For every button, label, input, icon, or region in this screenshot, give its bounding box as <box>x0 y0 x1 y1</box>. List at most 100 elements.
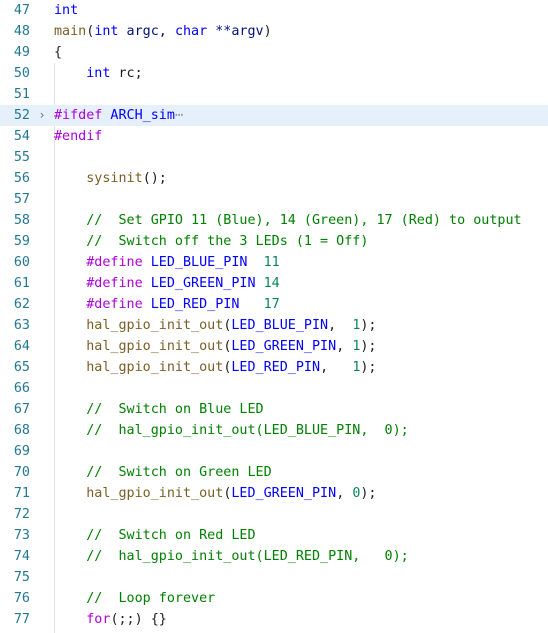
line-number: 61 <box>13 276 30 291</box>
code-line[interactable]: 74 // hal_gpio_init_out(LED_RED_PIN, 0); <box>0 546 548 567</box>
line-number: 65 <box>13 360 30 375</box>
code-text: // hal_gpio_init_out(LED_RED_PIN, 0); <box>54 546 548 567</box>
code-line[interactable]: 56 sysinit(); <box>0 168 548 189</box>
fold-chevron-icon[interactable]: › <box>38 108 46 122</box>
code-line[interactable]: 69 <box>0 441 548 462</box>
code-token: // Switch on Red LED <box>54 528 256 543</box>
code-token: , <box>320 360 353 375</box>
code-token: ); <box>360 486 377 501</box>
code-token: LED_BLUE_PIN <box>142 255 248 270</box>
code-text: #define LED_GREEN_PIN 14 <box>54 273 548 294</box>
line-number: 62 <box>13 297 30 312</box>
code-token <box>54 66 86 81</box>
line-number: 63 <box>13 318 30 333</box>
code-token: ); <box>360 318 377 333</box>
indent-guide <box>54 63 55 633</box>
code-line[interactable]: 61 #define LED_GREEN_PIN 14 <box>0 273 548 294</box>
code-line[interactable]: 58 // Set GPIO 11 (Blue), 14 (Green), 17… <box>0 210 548 231</box>
code-line[interactable]: 63 hal_gpio_init_out(LED_BLUE_PIN, 1); <box>0 315 548 336</box>
code-token: hal_gpio_init_out <box>86 339 224 354</box>
code-token: int <box>54 3 79 18</box>
code-line[interactable]: 49{ <box>0 42 548 63</box>
code-token <box>54 171 86 186</box>
code-text: #endif <box>54 126 548 147</box>
code-token: ( <box>223 318 232 333</box>
code-line[interactable]: 52›#ifdef ARCH_sim⋯ <box>0 105 548 126</box>
code-token <box>54 612 86 627</box>
line-number: 56 <box>13 171 30 186</box>
code-line[interactable]: 68 // hal_gpio_init_out(LED_BLUE_PIN, 0)… <box>0 420 548 441</box>
code-text: hal_gpio_init_out(LED_RED_PIN, 1); <box>54 357 548 378</box>
code-token: LED_RED_PIN <box>231 360 321 375</box>
code-text: // Switch on Green LED <box>54 462 548 483</box>
code-token <box>54 318 86 333</box>
code-text: int <box>54 0 548 21</box>
code-token: 17 <box>263 297 280 312</box>
line-number: 66 <box>13 381 30 396</box>
code-token: for <box>86 612 111 627</box>
code-line[interactable]: 73 // Switch on Red LED <box>0 525 548 546</box>
code-line[interactable]: 64 hal_gpio_init_out(LED_GREEN_PIN, 1); <box>0 336 548 357</box>
code-line[interactable]: 71 hal_gpio_init_out(LED_GREEN_PIN, 0); <box>0 483 548 504</box>
code-line[interactable]: 72 <box>0 504 548 525</box>
code-line[interactable]: 55 <box>0 147 548 168</box>
code-token: // Set GPIO 11 (Blue), 14 (Green), 17 (R… <box>54 213 522 228</box>
code-token: #ifdef <box>54 108 103 123</box>
code-token: rc; <box>110 66 143 81</box>
code-line[interactable]: 67 // Switch on Blue LED <box>0 399 548 420</box>
code-text: sysinit(); <box>54 168 548 189</box>
code-token: int <box>86 66 111 81</box>
code-token: // hal_gpio_init_out(LED_RED_PIN, 0); <box>54 549 409 564</box>
code-line[interactable]: 54 #endif <box>0 126 548 147</box>
code-token: #define <box>86 276 143 291</box>
code-line[interactable]: 66 <box>0 378 548 399</box>
code-token: LED_GREEN_PIN <box>142 276 256 291</box>
code-line[interactable]: 65 hal_gpio_init_out(LED_RED_PIN, 1); <box>0 357 548 378</box>
code-line[interactable]: 59 // Switch off the 3 LEDs (1 = Off) <box>0 231 548 252</box>
code-token: // hal_gpio_init_out(LED_BLUE_PIN, 0); <box>54 423 409 438</box>
line-number: 52 <box>13 108 30 123</box>
line-number: 50 <box>13 66 30 81</box>
code-line[interactable]: 62 #define LED_RED_PIN 17 <box>0 294 548 315</box>
code-line[interactable]: 77 for(;;) {} <box>0 609 548 630</box>
code-token: , <box>336 486 353 501</box>
code-text: hal_gpio_init_out(LED_GREEN_PIN, 1); <box>54 336 548 357</box>
code-line[interactable]: 60 #define LED_BLUE_PIN 11 <box>0 252 548 273</box>
code-line[interactable]: 76 // Loop forever <box>0 588 548 609</box>
line-number: 71 <box>13 486 30 501</box>
line-number: 58 <box>13 213 30 228</box>
line-number: 70 <box>13 465 30 480</box>
code-token: // Switch on Blue LED <box>54 402 264 417</box>
line-number: 68 <box>13 423 30 438</box>
code-token: main <box>54 24 87 39</box>
line-number: 49 <box>13 45 30 60</box>
code-token: 1 <box>352 360 361 375</box>
code-token: ⋯ <box>174 108 183 123</box>
line-number: 48 <box>13 24 30 39</box>
code-token: 1 <box>352 339 361 354</box>
code-line[interactable]: 75 <box>0 567 548 588</box>
code-token: // Switch on Green LED <box>54 465 272 480</box>
code-token: ( <box>223 339 232 354</box>
code-token: (;;) {} <box>110 612 167 627</box>
line-number: 69 <box>13 444 30 459</box>
code-token: , <box>328 318 353 333</box>
code-token <box>54 360 86 375</box>
code-token: ( <box>86 24 95 39</box>
code-token: ); <box>360 339 377 354</box>
code-text: hal_gpio_init_out(LED_GREEN_PIN, 0); <box>54 483 548 504</box>
line-number: 54 <box>13 129 30 144</box>
code-line[interactable]: 57 <box>0 189 548 210</box>
code-token: LED_BLUE_PIN <box>231 318 329 333</box>
code-line[interactable]: 50 int rc; <box>0 63 548 84</box>
code-token: // Loop forever <box>54 591 216 606</box>
code-line[interactable]: 51 <box>0 84 548 105</box>
code-token <box>248 255 264 270</box>
code-line[interactable]: 70 // Switch on Green LED <box>0 462 548 483</box>
line-number: 64 <box>13 339 30 354</box>
code-token: ( <box>223 486 232 501</box>
